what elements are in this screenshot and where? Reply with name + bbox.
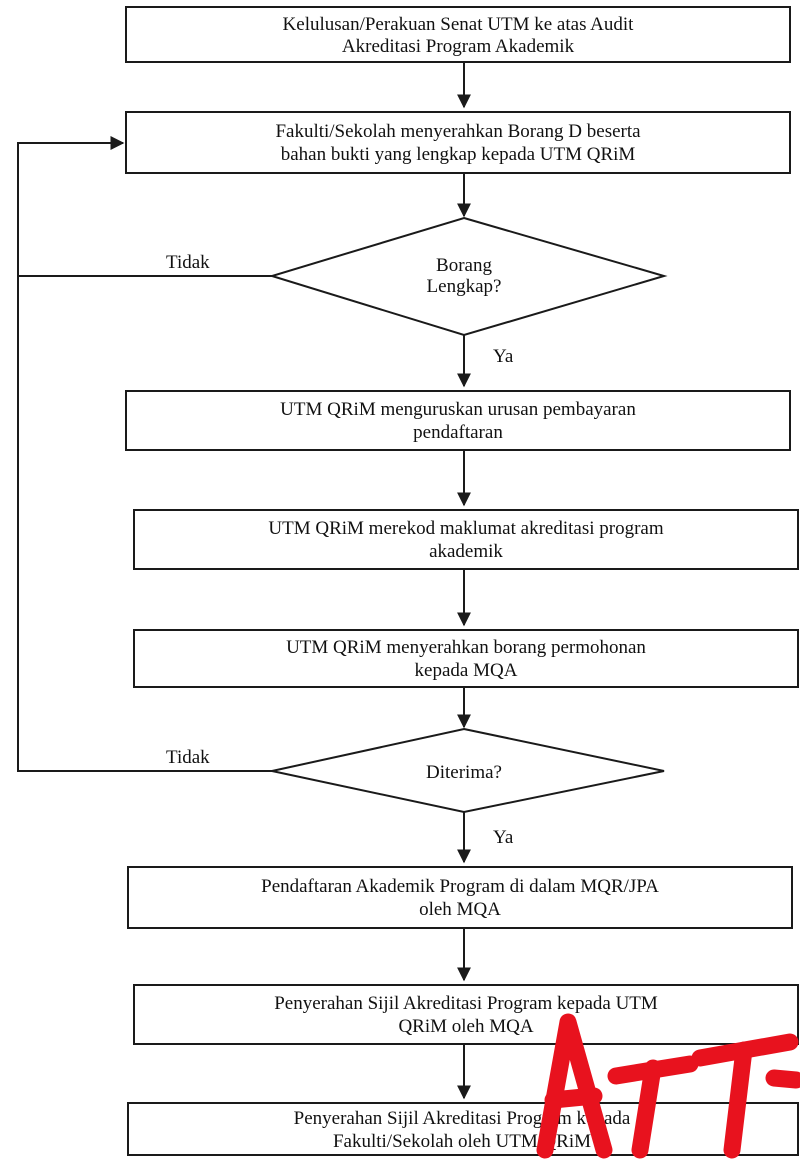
step-8-line-1: Penyerahan Sijil Akreditasi Program kepa… <box>294 1108 631 1129</box>
step-3-line-2: pendaftaran <box>413 422 503 443</box>
step-6-line-2: oleh MQA <box>419 899 501 920</box>
step-5-line-2: kepada MQA <box>415 660 518 681</box>
decision-2-line-1: Diterima? <box>426 762 502 783</box>
step-1-line-2: Akreditasi Program Akademik <box>342 36 575 57</box>
step-box-1 <box>125 6 791 63</box>
decision-1-yes-label: Ya <box>493 346 514 367</box>
step-box-8 <box>127 1102 799 1156</box>
step-7-line-2: QRiM oleh MQA <box>398 1016 533 1037</box>
decision-1-line-1: Borang <box>436 255 492 276</box>
step-7-line-1: Penyerahan Sijil Akreditasi Program kepa… <box>274 993 658 1014</box>
step-2-line-1: Fakulti/Sekolah menyerahkan Borang D bes… <box>275 121 641 142</box>
decision-1-no-label: Tidak <box>166 252 210 273</box>
step-5-line-1: UTM QRiM menyerahkan borang permohonan <box>286 637 646 658</box>
step-4-line-1: UTM QRiM merekod maklumat akreditasi pro… <box>268 518 663 539</box>
step-8-line-2: Fakulti/Sekolah oleh UTM QRiM <box>333 1131 591 1152</box>
loop-back-d1 <box>17 136 272 277</box>
step-box-6 <box>127 866 793 929</box>
step-3-line-1: UTM QRiM menguruskan urusan pembayaran <box>280 399 636 420</box>
decision-diamond-1 <box>268 216 668 337</box>
step-2-line-2: bahan bukti yang lengkap kepada UTM QRiM <box>281 144 636 165</box>
decision-diamond-2 <box>271 727 665 814</box>
step-box-2 <box>125 111 791 174</box>
step-box-4 <box>133 509 799 570</box>
step-1-line-1: Kelulusan/Perakuan Senat UTM ke atas Aud… <box>283 14 635 35</box>
decision-2-no-label: Tidak <box>166 747 210 768</box>
connectors <box>17 62 471 1100</box>
step-box-5 <box>133 629 799 688</box>
step-box-3 <box>125 390 791 451</box>
step-6-line-1: Pendaftaran Akademik Program di dalam MQ… <box>261 876 659 897</box>
decision-1-line-2: Lengkap? <box>427 276 502 297</box>
step-box-7 <box>133 984 799 1045</box>
step-4-line-2: akademik <box>429 541 503 562</box>
red-stamp-mark <box>536 1013 800 1159</box>
decision-2-yes-label: Ya <box>493 827 514 848</box>
loop-back-d2 <box>17 276 272 772</box>
